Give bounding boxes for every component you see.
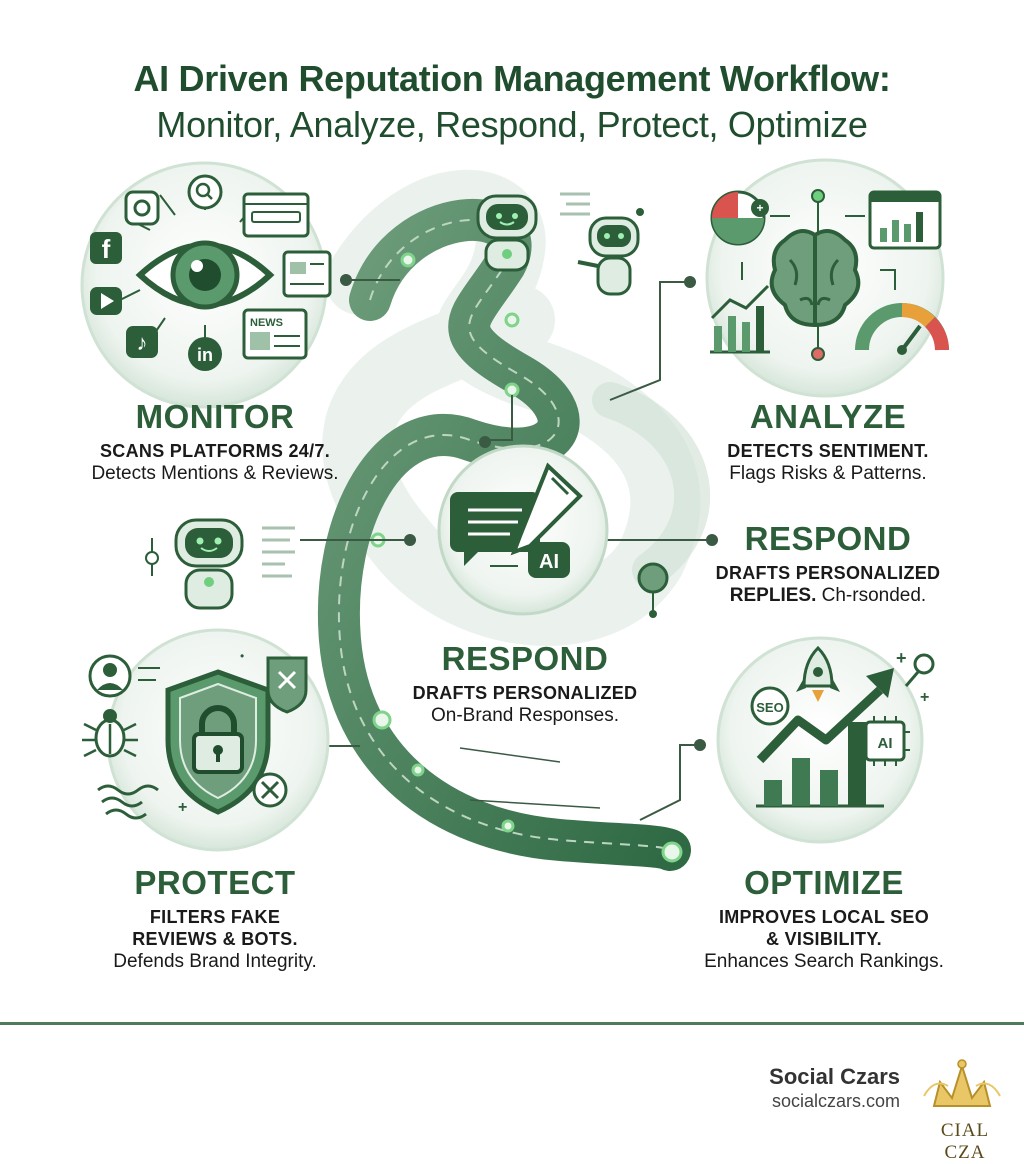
analyze-line2: Flags Risks & Patterns.	[729, 463, 927, 484]
pie-chart-icon: +	[710, 190, 769, 246]
bar-chart-icon	[868, 190, 942, 250]
stage-optimize: OPTIMIZE IMPROVES LOCAL SEO & VISIBILITY…	[664, 864, 984, 974]
respond-right-line2: Ch-rsonded.	[821, 585, 927, 606]
brand-url: socialczars.com	[771, 1091, 900, 1111]
monitor-line2: Detects Mentions & Reviews.	[91, 463, 339, 484]
stage-analyze: ANALYZE DETECTS SENTIMENT. Flags Risks &…	[680, 398, 976, 486]
respond-center-line1: DRAFTS PERSONALIZED	[412, 683, 638, 703]
trend-chart-icon	[710, 284, 770, 354]
respond-right-line1: DRAFTS PERSONALIZED	[715, 563, 941, 583]
close-icon-top	[266, 656, 308, 714]
monitor-heading: MONITOR	[135, 398, 295, 435]
robot-icon-top	[476, 192, 590, 272]
magnifier-icon	[904, 653, 935, 687]
facebook-icon	[90, 232, 122, 264]
optimize-line1b: & VISIBILITY.	[766, 929, 882, 949]
page-subtitle: Monitor, Analyze, Respond, Protect, Opti…	[156, 104, 868, 145]
tiktok-icon	[126, 326, 158, 358]
linkedin-label: in	[197, 345, 213, 365]
respond-right-heading: RESPOND	[744, 520, 912, 557]
news-label: NEWS	[250, 317, 283, 329]
browser-icon	[242, 192, 310, 238]
pen-icon	[510, 462, 583, 556]
node-icon	[637, 562, 669, 618]
footer-divider	[0, 1022, 1024, 1025]
ai-chat-label: AI	[539, 551, 559, 573]
optimize-heading: OPTIMIZE	[744, 864, 904, 901]
seo-icon: SEO	[750, 686, 790, 726]
svg-text:+: +	[920, 689, 929, 706]
protect-line2: Defends Brand Integrity.	[113, 951, 317, 972]
logo-text: CIAL CZA	[940, 1120, 990, 1163]
crown-logo-icon	[923, 1059, 1001, 1107]
page-title: AI Driven Reputation Management Workflow…	[133, 58, 891, 99]
svg-text:•: •	[240, 649, 244, 663]
ai-chat-badge	[528, 542, 570, 578]
seo-label: SEO	[756, 700, 783, 715]
svg-text:+: +	[178, 799, 187, 816]
brand-name: Social Czars	[769, 1064, 900, 1089]
optimize-line2: Enhances Search Rankings.	[704, 951, 944, 972]
analyze-heading: ANALYZE	[749, 398, 907, 435]
optimize-line1: IMPROVES LOCAL SEO	[718, 907, 930, 927]
connector-lines	[300, 274, 718, 821]
respond-center-heading: RESPOND	[441, 640, 609, 677]
lock-icon	[192, 705, 244, 774]
robot-icon-left	[145, 518, 295, 610]
respond-center-illustration: AI	[437, 444, 609, 616]
robot-icon-waving	[577, 208, 644, 296]
stage-respond-right: RESPOND DRAFTS PERSONALIZED REPLIES. Ch-…	[680, 520, 976, 608]
optimize-illustration: SEO AI + +	[716, 636, 935, 844]
svg-text:+: +	[756, 201, 763, 215]
linkedin-icon	[188, 337, 222, 371]
protect-line1b: REVIEWS & BOTS.	[132, 929, 298, 949]
svg-text:f: f	[102, 234, 111, 264]
protect-heading: PROTECT	[134, 864, 296, 901]
respond-center-line2: On-Brand Responses.	[431, 705, 619, 726]
ai-chip-icon: AI	[860, 716, 910, 766]
gauge-icon	[855, 303, 949, 355]
stage-monitor: MONITOR SCANS PLATFORMS 24/7. Detects Me…	[70, 398, 360, 486]
rocket-icon	[796, 645, 840, 702]
wave-icon	[97, 784, 159, 820]
svg-text:+: +	[896, 648, 907, 668]
monitor-line1: SCANS PLATFORMS 24/7.	[100, 441, 330, 461]
instagram-icon	[124, 190, 160, 226]
respond-right-line2-bold: REPLIES.	[729, 585, 817, 606]
svg-text:♪: ♪	[137, 330, 148, 355]
brain-icon	[769, 229, 861, 328]
protect-line1: FILTERS FAKE	[149, 907, 281, 927]
eye-icon	[135, 240, 275, 310]
analyze-line1: DETECTS SENTIMENT.	[727, 441, 929, 461]
user-icon	[88, 654, 160, 698]
protect-illustration: + •	[82, 628, 330, 852]
stage-respond-center: RESPOND DRAFTS PERSONALIZED On-Brand Res…	[380, 640, 670, 728]
monitor-illustration: f ♪ in NEWS	[80, 161, 332, 409]
search-icon	[187, 174, 223, 210]
analyze-illustration: +	[705, 158, 949, 398]
close-icon-bottom	[252, 772, 288, 808]
growth-chart-icon	[756, 668, 894, 808]
stage-protect: PROTECT FILTERS FAKE REVIEWS & BOTS. Def…	[60, 864, 370, 974]
ai-chip-label: AI	[878, 735, 893, 752]
bug-icon	[82, 709, 138, 758]
